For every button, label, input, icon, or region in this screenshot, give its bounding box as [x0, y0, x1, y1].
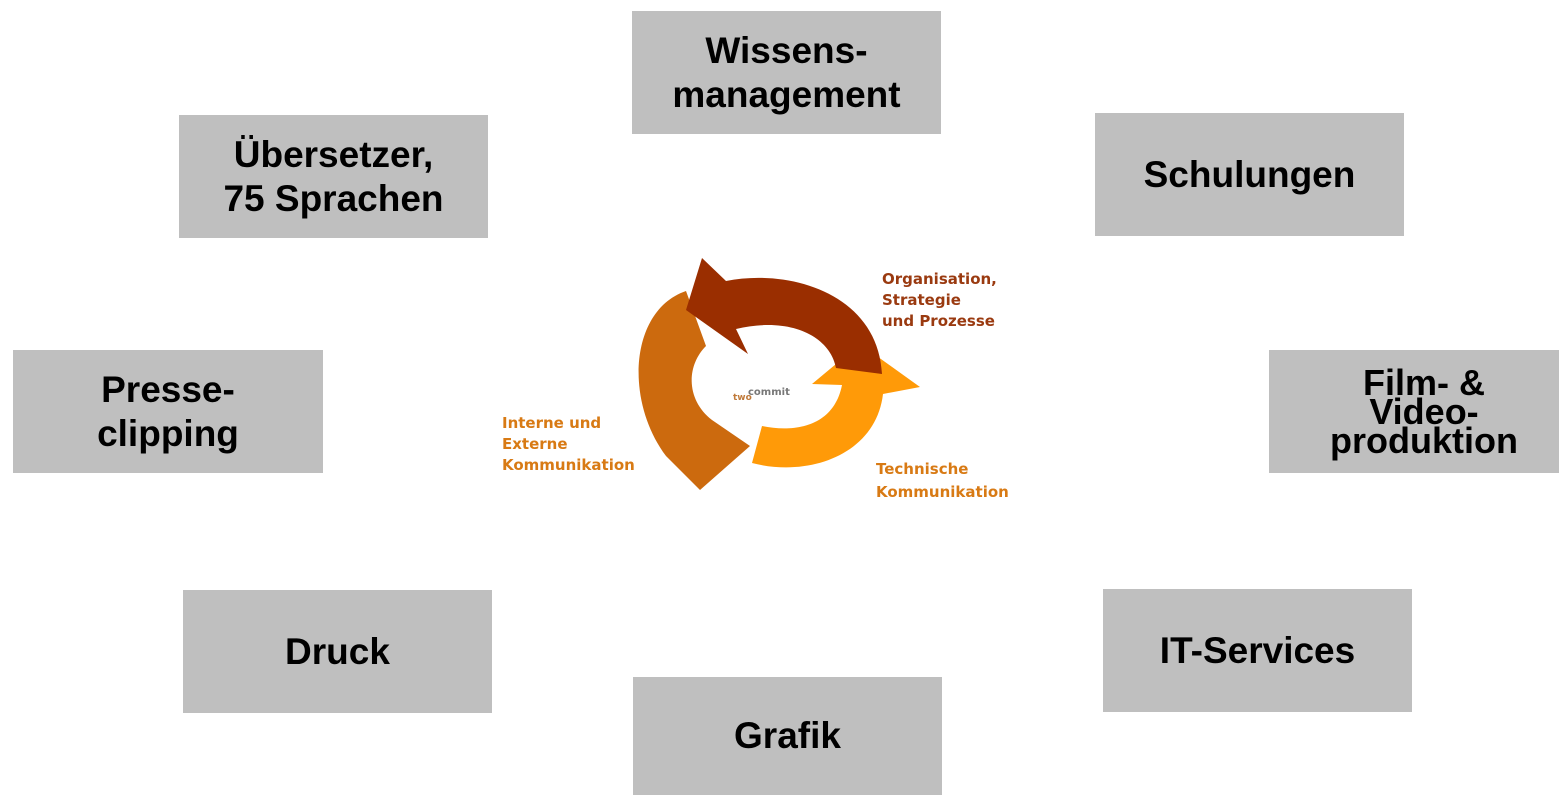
- box-label-line: Druck: [285, 630, 390, 672]
- box-it-services: IT-Services: [1103, 589, 1412, 712]
- cycle-label-tech-line: Technische: [876, 460, 968, 478]
- box-uebersetzer: Übersetzer, 75 Sprachen: [179, 115, 488, 238]
- box-label-line: IT-Services: [1159, 629, 1356, 671]
- cycle-label-tech-line: Kommunikation: [876, 483, 1009, 501]
- box-label-line: Video-: [1369, 391, 1479, 432]
- box-grafik: Grafik: [633, 677, 942, 795]
- cycle-label-org-line: Organisation,: [882, 270, 997, 288]
- cycle-label-org: Organisation, Strategie und Prozesse: [882, 270, 1002, 330]
- box-label-line: clipping: [97, 412, 239, 454]
- box-label-line: Wissens-: [705, 29, 868, 71]
- box-filmproduktion: Film- & Video- produktion: [1269, 350, 1559, 473]
- cycle-label-intern: Interne und Externe Kommunikation: [502, 414, 635, 474]
- box-label-line: Schulungen: [1143, 153, 1356, 195]
- cycle-arrow-organisation: [686, 258, 882, 374]
- box-label-line: Grafik: [734, 715, 841, 756]
- box-label-line: management: [672, 73, 901, 115]
- cycle-label-tech: Technische Kommunikation: [876, 460, 1009, 501]
- box-label-line: produktion: [1330, 420, 1518, 461]
- cycle-label-org-line: Strategie: [882, 291, 961, 309]
- cycle-arrow-communication: [638, 291, 750, 490]
- cycle-label-intern-line: Interne und: [502, 414, 601, 432]
- box-label-line: Übersetzer,: [233, 133, 434, 175]
- cycle-label-intern-line: Externe: [502, 435, 568, 453]
- cycle-label-org-line: und Prozesse: [882, 312, 995, 330]
- box-label-line: Film- &: [1363, 362, 1485, 403]
- cycle-logo-main: commit: [748, 387, 790, 398]
- box-label-line: 75 Sprachen: [223, 177, 444, 219]
- cycle-label-intern-line: Kommunikation: [502, 456, 635, 474]
- box-schulungen: Schulungen: [1095, 113, 1404, 236]
- cycle-diagram: two commit Organisation, Strategie und P…: [502, 258, 1009, 501]
- box-druck: Druck: [183, 590, 492, 713]
- cycle-arrow-technical: [752, 344, 920, 468]
- cycle-logo-prefix: two: [733, 393, 752, 403]
- box-wissensmanagement: Wissens- management: [632, 11, 941, 134]
- box-presseclipping: Presse- clipping: [13, 350, 323, 473]
- box-label-line: Presse-: [101, 368, 235, 410]
